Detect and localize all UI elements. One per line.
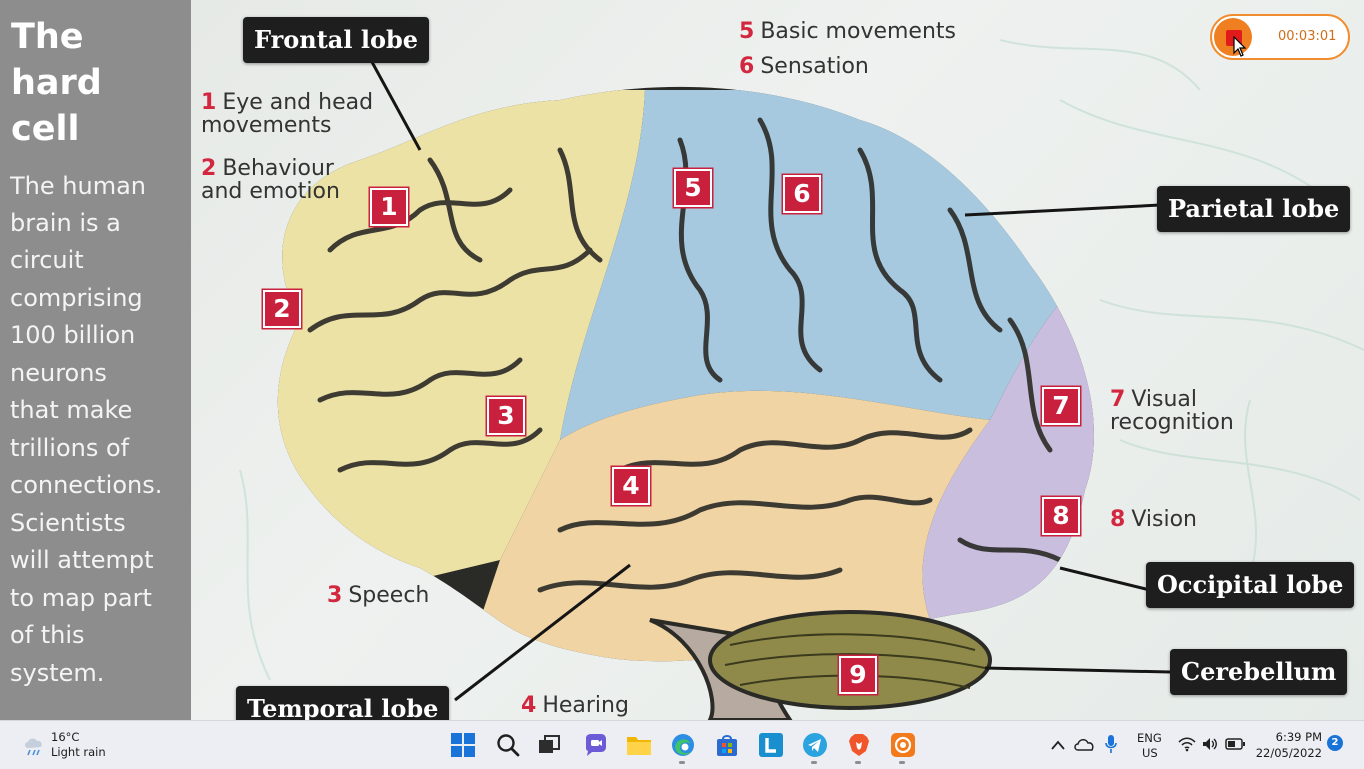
chevron-up-icon[interactable] [1050,738,1066,752]
caption-line: comprising [10,284,143,312]
store-icon[interactable] [714,732,740,758]
l-app-icon[interactable] [758,732,784,758]
caption-line: 100 billion [10,321,136,349]
weather-temp: 16°C [51,730,80,744]
recording-timer: 00:03:01 [1278,29,1337,44]
weather-desc: Light rain [51,745,106,759]
caption-line: trillions of [10,434,130,462]
edge-icon[interactable] [670,732,696,758]
caption-line: The human [10,172,146,200]
running-indicator [899,761,905,764]
caption-line: that make [10,396,133,424]
caption-line: to map part [10,584,152,612]
region-tag-8: 8 [1042,497,1080,535]
search-icon[interactable] [495,732,521,758]
running-indicator [811,761,817,764]
region-tag-6: 6 [783,175,821,213]
temporal-lobe-label: Temporal lobe [236,686,450,720]
start-icon[interactable] [450,732,476,758]
volume-icon[interactable] [1201,736,1219,752]
region-tag-3: 3 [487,397,525,435]
region-tag-1: 1 [370,188,408,226]
region-tag-2: 2 [263,290,301,328]
chat-icon[interactable] [582,732,608,758]
clock-time: 6:39 PM [1275,730,1322,744]
region-tag-5: 5 [674,169,712,207]
cerebellum-label: Cerebellum [1170,649,1348,695]
system-clock[interactable]: 6:39 PM 22/05/2022 [1252,729,1324,761]
wifi-icon[interactable] [1178,736,1196,752]
video-frame: The hard cell The human brain is a circu… [0,0,1364,720]
caption-line: connections. [10,471,163,499]
occipital-lobe-label: Occipital lobe [1146,562,1355,608]
caption-line: system. [10,659,105,687]
parietal-lobe-label: Parietal lobe [1157,186,1351,232]
frontal-lobe-label: Frontal lobe [243,17,430,63]
file-explorer-icon[interactable] [626,732,652,758]
microphone-icon[interactable] [1104,734,1118,754]
language-code: ENG [1137,731,1162,745]
onedrive-icon[interactable] [1073,736,1095,752]
region-tag-7: 7 [1042,387,1080,425]
taskbar: 16°C Light rain ENG US 6:39 PM 22/05/202… [0,720,1364,769]
clock-date: 22/05/2022 [1255,746,1322,760]
caption-line: brain is a [10,209,121,237]
caption-line: of this [10,621,85,649]
caption-line: will attempt [10,546,154,574]
telegram-icon[interactable] [802,732,828,758]
caption-panel: The hard cell The human brain is a circu… [0,0,191,720]
caption-line: neurons [10,359,107,387]
light-rain-icon [25,738,42,756]
weather-widget[interactable]: 16°C Light rain [18,727,128,763]
task-view-icon[interactable] [536,732,562,758]
running-indicator [679,761,685,764]
brave-icon[interactable] [846,732,872,758]
battery-icon[interactable] [1225,737,1245,751]
brain-illustration [239,39,1364,720]
input-language-indicator[interactable]: ENG US [1135,729,1165,761]
caption-line: circuit [10,246,84,274]
caption-heading: The hard cell [11,17,102,149]
notification-badge[interactable]: 2 [1327,735,1343,751]
caption-line: Scientists [10,509,126,537]
recorder-app-icon[interactable] [890,732,916,758]
mouse-cursor-icon [1233,36,1247,57]
region-tag-9: 9 [839,656,877,694]
running-indicator [855,761,861,764]
screen-recorder-widget: 00:03:01 [1210,14,1350,60]
language-region: US [1142,746,1158,760]
region-tag-4: 4 [612,467,650,505]
